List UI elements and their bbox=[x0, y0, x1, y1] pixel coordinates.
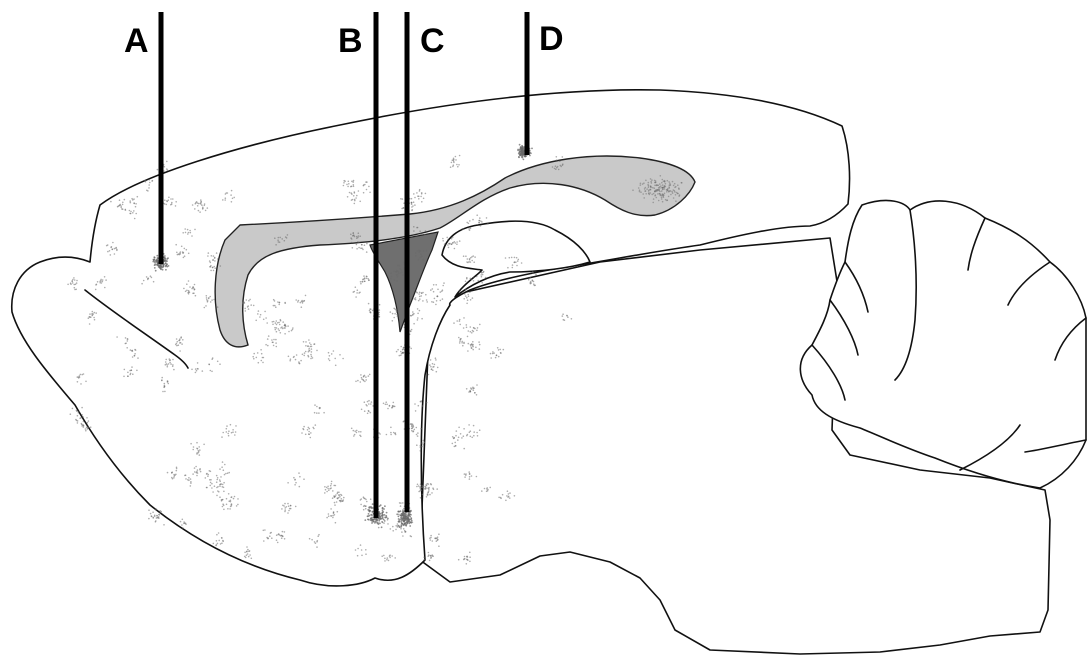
probe-label-a: A bbox=[124, 22, 149, 60]
probe-label-b: B bbox=[338, 22, 363, 60]
probe-label-c: C bbox=[420, 22, 445, 60]
probe-label-d: D bbox=[539, 20, 564, 58]
